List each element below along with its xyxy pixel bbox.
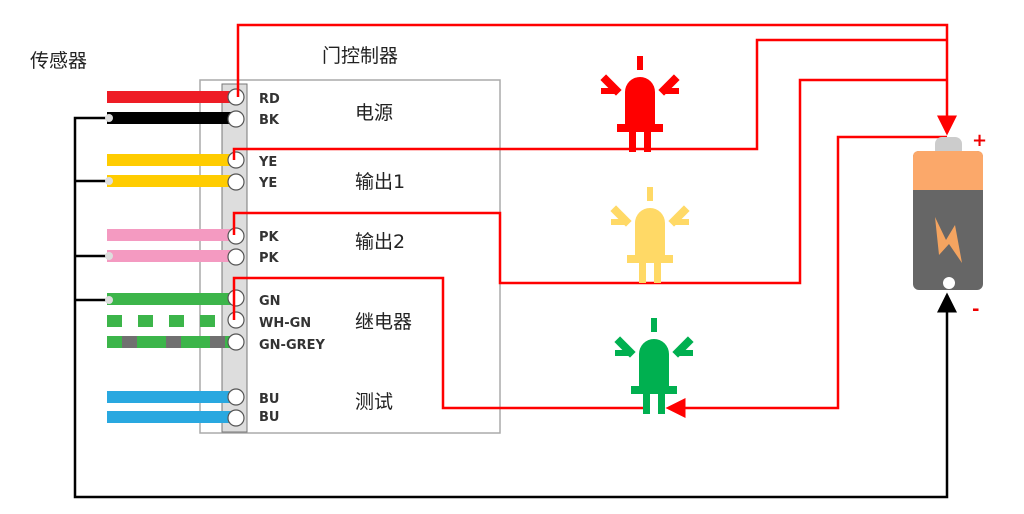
sensor-wires bbox=[107, 91, 237, 423]
controller-label: 门控制器 bbox=[322, 45, 398, 67]
terminals bbox=[227, 88, 245, 427]
controller-box bbox=[199, 79, 501, 434]
pin-label: YE bbox=[258, 176, 277, 191]
relay-wire-right bbox=[665, 135, 947, 418]
battery-plus: + bbox=[972, 130, 987, 151]
led-yellow-icon bbox=[610, 187, 690, 283]
battery-minus: - bbox=[972, 299, 979, 320]
led-red-icon bbox=[600, 56, 680, 152]
pin-label: PK bbox=[259, 230, 280, 245]
section-power: 电源 bbox=[355, 102, 393, 124]
ground-wire bbox=[73, 116, 957, 499]
circuit-wires bbox=[232, 23, 957, 418]
relay-wire-left bbox=[232, 276, 650, 410]
section-output1: 输出1 bbox=[355, 171, 405, 193]
pin-label: PK bbox=[259, 251, 280, 266]
section-test: 测试 bbox=[355, 391, 393, 413]
pin-label: WH-GN bbox=[259, 316, 311, 331]
wire-end-dots bbox=[105, 114, 113, 304]
pin-labels: RD BK YE YE PK PK GN WH-GN GN-GREY BU BU bbox=[258, 92, 326, 425]
pin-label: GN bbox=[259, 294, 281, 309]
pin-label: YE bbox=[258, 155, 277, 170]
output2-wire bbox=[232, 78, 947, 285]
battery-icon bbox=[913, 137, 983, 290]
pin-label: RD bbox=[259, 92, 280, 107]
pin-label: BU bbox=[259, 392, 279, 407]
led-green-icon bbox=[614, 318, 694, 414]
sensor-label: 传感器 bbox=[30, 50, 87, 72]
pin-label: BK bbox=[259, 113, 280, 128]
section-output2: 输出2 bbox=[355, 231, 405, 253]
output1-wire bbox=[232, 38, 947, 160]
pin-label: GN-GREY bbox=[259, 338, 326, 353]
section-relay: 继电器 bbox=[355, 311, 412, 333]
pin-label: BU bbox=[259, 410, 279, 425]
